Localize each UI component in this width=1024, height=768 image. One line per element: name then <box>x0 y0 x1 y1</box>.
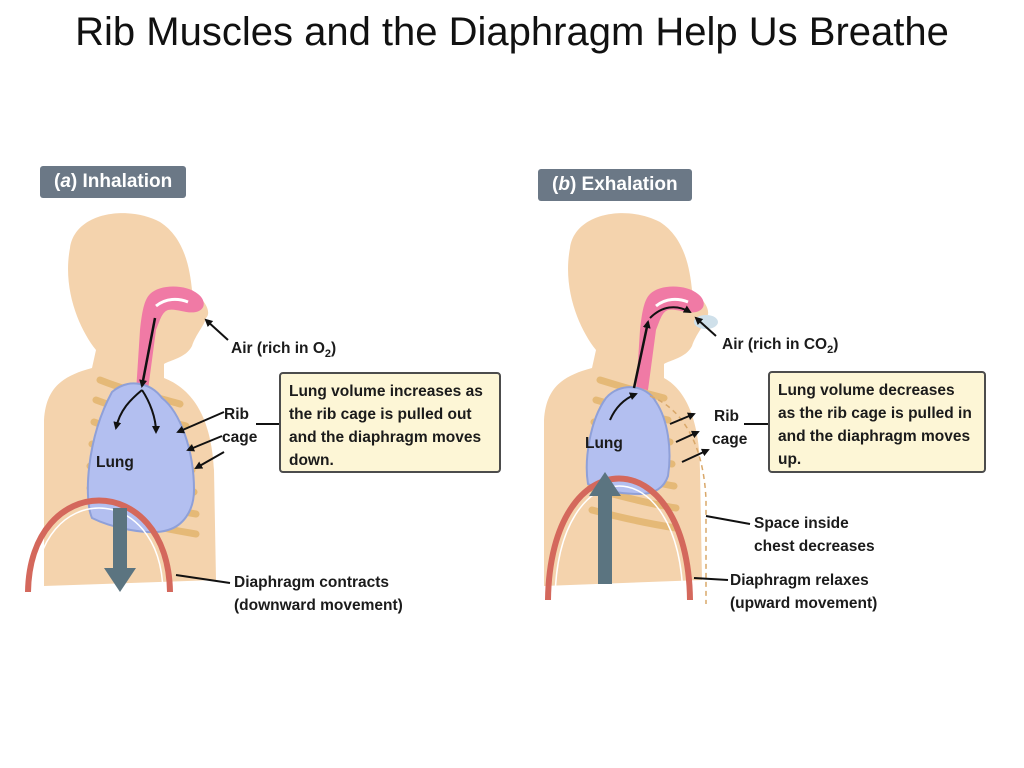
diaphragm <box>25 497 173 593</box>
diaphragm-sub-exhalation: (upward movement) <box>730 595 878 612</box>
rib-label-inhalation: Rib <box>224 406 249 423</box>
note-box-exhalation: Lung volume decreases as the rib cage is… <box>768 371 986 473</box>
panel-title-inhalation: (a) Inhalation <box>40 166 187 198</box>
exhalation-figure <box>540 213 770 604</box>
upward-arrow-icon <box>589 472 621 584</box>
diaphragm-sub-inhalation: (downward movement) <box>234 597 403 614</box>
lung-label-inhalation: Lung <box>96 454 134 471</box>
space-sub-exhalation: chest decreases <box>754 538 875 555</box>
space-label-exhalation: Space inside <box>754 515 849 532</box>
cage-label-exhalation: cage <box>712 431 748 448</box>
lung <box>86 382 196 534</box>
downward-arrow-icon <box>104 508 136 592</box>
previous-chest-outline <box>649 395 707 604</box>
slide-title: Rib Muscles and the Diaphragm Help Us Br… <box>75 10 949 54</box>
diaphragm <box>545 475 693 601</box>
inhalation-figure <box>25 213 280 600</box>
cage-label-inhalation: cage <box>222 429 258 446</box>
note-box-inhalation: Lung volume increases as the rib cage is… <box>279 372 501 473</box>
air-label-exhalation: Air (rich in CO2) <box>722 336 839 357</box>
rib-label-exhalation: Rib <box>714 408 739 425</box>
lung-label-exhalation: Lung <box>585 435 623 452</box>
diaphragm-label-inhalation: Diaphragm contracts <box>234 574 390 591</box>
airway <box>136 286 204 400</box>
panel-title-exhalation: (b) Exhalation <box>538 169 692 201</box>
air-label-inhalation: Air (rich in O2) <box>231 340 337 361</box>
diaphragm-label-exhalation: Diaphragm relaxes <box>730 572 869 589</box>
